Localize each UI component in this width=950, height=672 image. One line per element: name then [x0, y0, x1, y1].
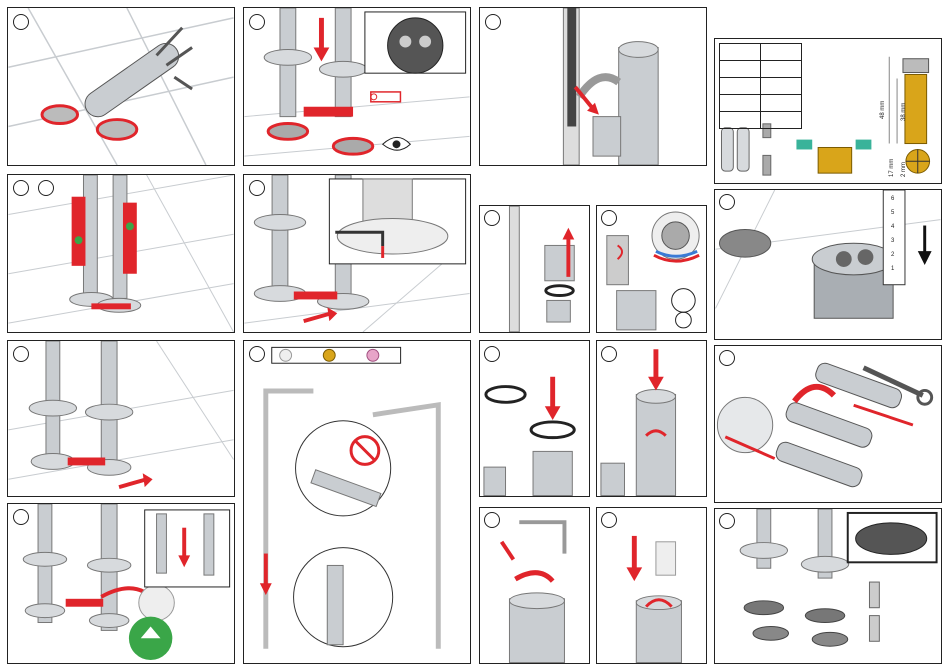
step-panel-12	[479, 507, 590, 664]
step-panel-6a	[479, 205, 590, 333]
step-number-circle	[249, 14, 265, 30]
step-number-circle	[719, 350, 735, 366]
step-number-circle	[249, 346, 265, 362]
step-panel-5	[243, 174, 471, 333]
step-number-circle	[719, 513, 735, 529]
ruler-tick: 2	[891, 252, 894, 258]
step-number-circle	[249, 180, 265, 196]
step-panel-3	[479, 7, 707, 166]
hand-shower-icon	[567, 8, 576, 126]
step-panel-10	[596, 340, 707, 497]
spec-panel: 48 mm 38 mm 2 mm 17 mm	[714, 38, 942, 184]
ruler-tick: 5	[891, 210, 894, 216]
dim-small-height: 2 mm	[901, 162, 907, 177]
step-number-circle	[13, 346, 29, 362]
step-number-circle	[13, 180, 29, 196]
tile-floor-illustration	[8, 8, 234, 165]
step-panel-8	[243, 340, 471, 664]
dim-width: 17 mm	[889, 159, 895, 177]
step-number-circle	[484, 512, 500, 528]
cartridge-icon	[721, 124, 770, 175]
step-panel-measure: 6 5 4 3 2 1	[714, 189, 942, 340]
step-number-circle	[719, 194, 735, 210]
step-number-circle	[38, 180, 54, 196]
step-panel-4	[7, 174, 235, 333]
step-panel-7	[7, 340, 235, 497]
step-number-circle	[601, 512, 617, 528]
step-panel-13	[596, 507, 707, 664]
no-grease-icon	[351, 437, 379, 465]
ruler-tick: 6	[891, 196, 894, 202]
step-number-circle	[485, 14, 501, 30]
step-number-circle	[601, 210, 617, 226]
step-panel-assembly	[714, 508, 942, 664]
step-number-circle	[484, 346, 500, 362]
step-panel-6b	[596, 205, 707, 333]
eye-icon	[383, 137, 411, 150]
recycle-icon	[129, 617, 172, 660]
step-panel-9	[479, 340, 590, 497]
dim-total-height: 48 mm	[880, 101, 886, 119]
step-number-circle	[484, 210, 500, 226]
step-panel-1	[7, 7, 235, 166]
ruler-tick: 4	[891, 224, 894, 230]
spec-table	[719, 43, 802, 129]
ruler-tick: 1	[891, 266, 894, 272]
step-number-circle	[13, 509, 29, 525]
cartridge-tube-icon	[80, 28, 192, 122]
ruler-tick: 3	[891, 238, 894, 244]
step-panel-11	[7, 503, 235, 664]
ring-icon	[546, 286, 573, 296]
step-number-circle	[601, 346, 617, 362]
step-panel-2	[243, 7, 471, 166]
step-number-circle	[13, 14, 29, 30]
dim-mid-height: 38 mm	[901, 103, 907, 121]
spirit-level-icon	[72, 197, 137, 274]
step-panel-valves	[714, 345, 942, 503]
